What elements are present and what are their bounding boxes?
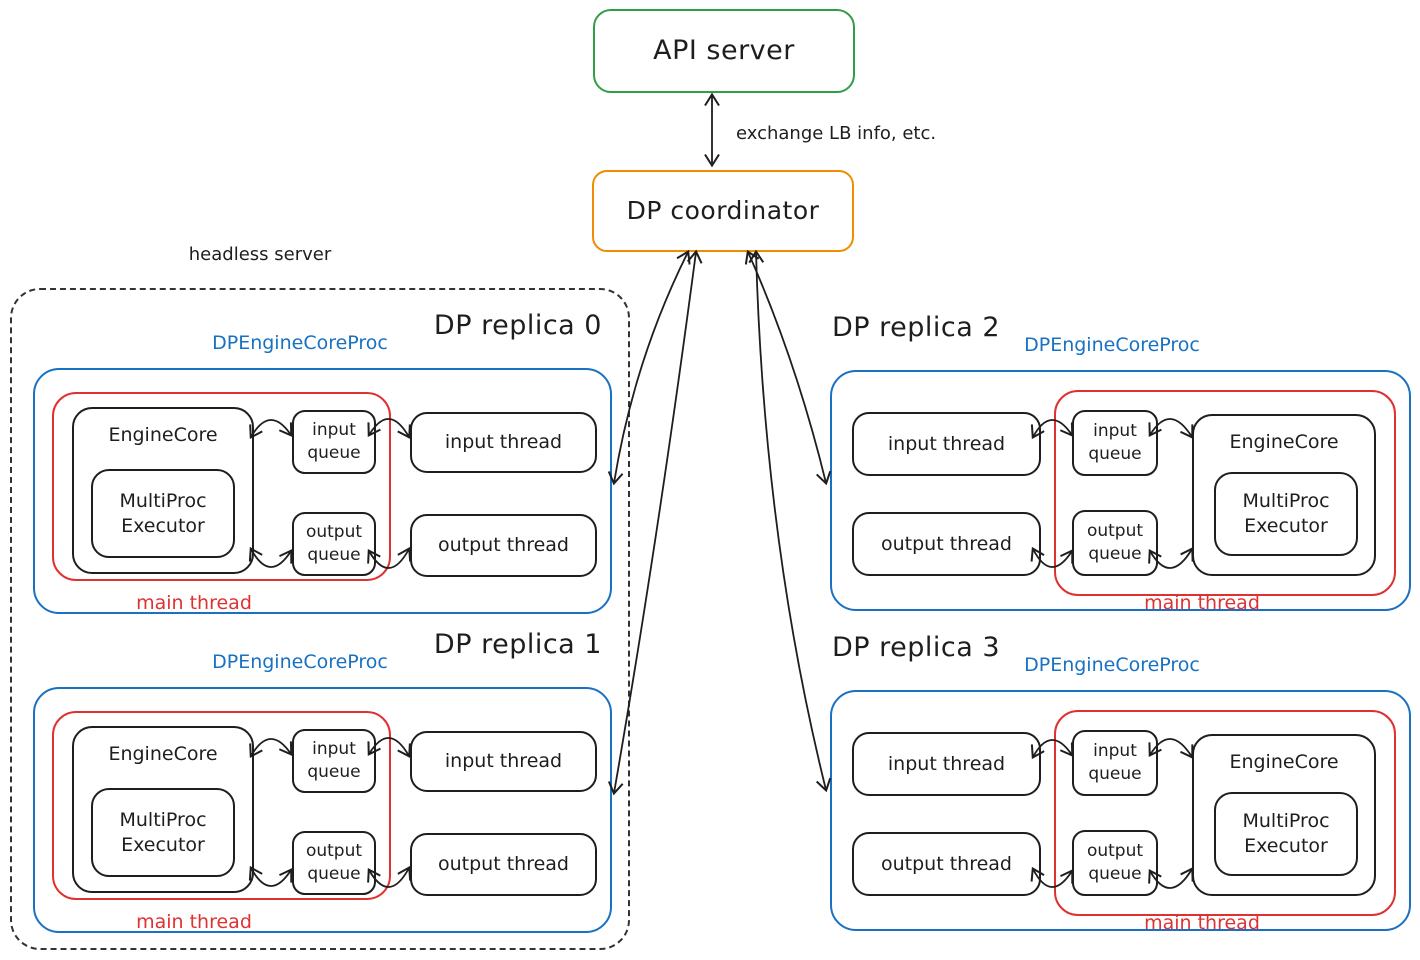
replica-2-input-thread-box: input thread (852, 412, 1041, 476)
replica-3-enginecore-box: EngineCore MultiProc Executor (1192, 734, 1376, 896)
replica-1-output-queue-label: output queue (305, 841, 363, 884)
replica-0-enginecore-box: EngineCore MultiProc Executor (72, 407, 254, 574)
replica-3-multiproc-executor-box: MultiProc Executor (1214, 792, 1358, 876)
replica-2-output-queue-box: output queue (1072, 510, 1158, 576)
replica-1-multiproc-executor-label: MultiProc Executor (119, 808, 207, 856)
replica-0-input-queue-box: input queue (292, 410, 376, 474)
replica-3-input-thread-label: input thread (887, 752, 1006, 775)
replica-1-proc-label: DPEngineCoreProc (212, 651, 388, 673)
replica-2-main-thread-box (1054, 390, 1396, 596)
replica-0-input-queue-label: input queue (307, 420, 361, 463)
api-server-label: API server (653, 35, 795, 67)
replica-3-output-thread-label: output thread (881, 852, 1012, 875)
replica-2-main-thread-label: main thread (1144, 592, 1260, 614)
replica-3-multiproc-executor-label: MultiProc Executor (1242, 810, 1330, 857)
replica-1-title: DP replica 1 (433, 629, 602, 660)
replica-2-enginecore-box: EngineCore MultiProc Executor (1192, 414, 1376, 576)
replica-1-multiproc-executor-box: MultiProc Executor (91, 788, 235, 877)
replica-0-main-thread-box (52, 392, 391, 581)
exchange-lb-label: exchange LB info, etc. (736, 123, 937, 144)
replica-1-output-thread-box: output thread (410, 833, 597, 896)
replica-2-output-thread-label: output thread (881, 532, 1012, 555)
replica-0-main-thread-label: main thread (136, 592, 252, 614)
replica-0-input-thread-box: input thread (410, 412, 597, 473)
arrow-coordinator-replica-3 (748, 249, 832, 793)
replica-3-title: DP replica 3 (832, 632, 1001, 663)
replica-3-enginecore-label: EngineCore (1229, 751, 1339, 773)
replica-3-input-queue-box: input queue (1072, 730, 1158, 796)
replica-0-multiproc-executor-box: MultiProc Executor (91, 469, 235, 558)
replica-1-input-thread-box: input thread (410, 731, 597, 792)
replica-2-input-queue-box: input queue (1072, 410, 1158, 476)
replica-3-output-thread-box: output thread (852, 832, 1041, 896)
replica-0-output-queue-label: output queue (305, 522, 363, 565)
replica-0-input-thread-label: input thread (444, 431, 563, 454)
dp-coordinator-box: DP coordinator (592, 170, 854, 252)
replica-3-input-thread-box: input thread (852, 732, 1041, 796)
dp-coordinator-label: DP coordinator (626, 196, 820, 226)
replica-3-main-thread-label: main thread (1144, 912, 1260, 934)
replica-3-proc-label: DPEngineCoreProc (1024, 654, 1200, 676)
replica-0-output-thread-label: output thread (438, 534, 569, 557)
replica-2-input-thread-label: input thread (887, 432, 1006, 455)
replica-2-input-queue-label: input queue (1088, 421, 1142, 464)
replica-3-main-thread-box (1054, 710, 1396, 916)
replica-0-output-thread-box: output thread (410, 514, 597, 577)
replica-1-enginecore-label: EngineCore (108, 743, 218, 765)
replica-1-output-queue-box: output queue (292, 831, 376, 895)
replica-1-input-queue-box: input queue (292, 729, 376, 793)
replica-0-title: DP replica 0 (433, 310, 602, 341)
replica-0-enginecore-label: EngineCore (108, 424, 218, 446)
replica-2-output-thread-box: output thread (852, 512, 1041, 576)
replica-0-multiproc-executor-label: MultiProc Executor (119, 489, 207, 537)
replica-3-output-queue-box: output queue (1072, 830, 1158, 896)
api-server-box: API server (593, 9, 855, 93)
replica-2-title: DP replica 2 (832, 312, 1001, 343)
replica-1-input-queue-label: input queue (307, 739, 361, 782)
replica-2: DP replica 2 DPEngineCoreProc input thre… (830, 312, 1411, 614)
replica-1-output-thread-label: output thread (438, 853, 569, 876)
replica-0-proc-label: DPEngineCoreProc (212, 332, 388, 354)
replica-2-proc-label: DPEngineCoreProc (1024, 334, 1200, 356)
replica-3-output-queue-label: output queue (1086, 841, 1144, 884)
replica-3: DP replica 3 DPEngineCoreProc input thre… (830, 632, 1411, 934)
replica-0-output-queue-box: output queue (292, 512, 376, 576)
replica-2-enginecore-label: EngineCore (1229, 431, 1339, 453)
replica-2-multiproc-executor-box: MultiProc Executor (1214, 472, 1358, 556)
arrow-coordinator-replica-2 (744, 249, 832, 486)
replica-1-main-thread-box (52, 711, 391, 900)
replica-0: DP replica 0 DPEngineCoreProc EngineCore… (33, 310, 612, 614)
replica-1-input-thread-label: input thread (444, 750, 563, 773)
replica-1-enginecore-box: EngineCore MultiProc Executor (72, 726, 254, 893)
replica-2-multiproc-executor-label: MultiProc Executor (1242, 490, 1330, 537)
replica-1-main-thread-label: main thread (136, 911, 252, 933)
replica-1: DP replica 1 DPEngineCoreProc EngineCore… (33, 629, 612, 933)
replica-2-output-queue-label: output queue (1086, 521, 1144, 564)
replica-3-input-queue-label: input queue (1088, 741, 1142, 784)
headless-server-label: headless server (188, 244, 332, 265)
